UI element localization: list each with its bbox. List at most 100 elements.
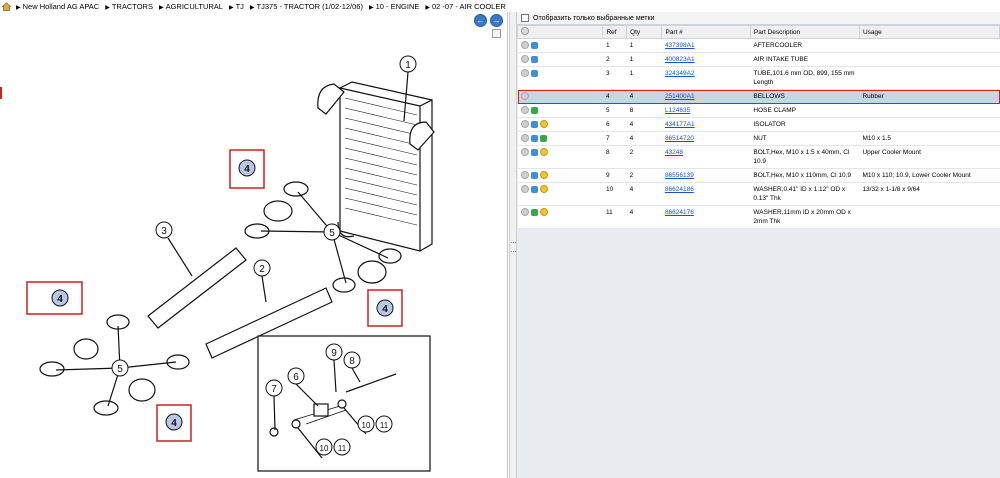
part-number-cell: 86624176 [661, 205, 751, 229]
part-number-link[interactable]: L124635 [664, 107, 691, 114]
callout-5[interactable]: 5 [111, 359, 129, 377]
qty-column-header[interactable]: Qty [626, 25, 663, 39]
usage-cell: Upper Cooler Mount [859, 145, 1000, 169]
filter-bar: Отобразить только выбранные метки [517, 12, 1000, 25]
callout-9[interactable]: 9 [325, 343, 343, 361]
info-icon[interactable] [539, 120, 548, 129]
zoom-box-icon[interactable] [492, 29, 501, 38]
part-number-link[interactable]: 400823A1 [664, 56, 695, 63]
callout-11[interactable]: 11 [375, 415, 393, 433]
add-to-cart-icon[interactable] [520, 92, 529, 101]
row-actions-cell [517, 205, 603, 229]
usage-column-header[interactable]: Usage [858, 25, 1000, 39]
description-column-header[interactable]: Part Description [749, 25, 860, 39]
callout-10[interactable]: 10 [315, 438, 333, 456]
description-cell: TUBE,101.6 mm OD, 899, 155 mm Length [750, 66, 860, 90]
blue-arrow-icon[interactable] [530, 55, 538, 63]
info-icon[interactable] [539, 185, 548, 194]
part-number-link[interactable]: 86624186 [664, 186, 694, 193]
add-to-cart-icon[interactable] [520, 148, 529, 157]
qty-cell: 4 [626, 89, 662, 104]
home-icon[interactable] [1, 1, 12, 11]
blue-arrow-icon[interactable] [530, 41, 538, 49]
callout-8[interactable]: 8 [343, 351, 361, 369]
part-number-link[interactable]: 86514720 [664, 135, 694, 142]
blue-arrow-icon[interactable] [530, 120, 538, 128]
blue-arrow-icon[interactable] [530, 69, 538, 77]
splitter-bar[interactable] [509, 12, 517, 478]
callout-2[interactable]: 2 [253, 259, 271, 277]
breadcrumb-item[interactable]: New Holland AG APAC [22, 1, 100, 11]
breadcrumb-item[interactable]: 10 - ENGINE [375, 1, 420, 11]
info-icon[interactable] [539, 171, 548, 180]
callout-11[interactable]: 11 [333, 438, 351, 456]
add-to-cart-icon[interactable] [520, 120, 529, 129]
blue-arrow-icon[interactable] [530, 134, 538, 142]
add-to-cart-icon[interactable] [520, 185, 529, 194]
add-to-cart-icon[interactable] [520, 55, 529, 64]
ref-column-header[interactable]: Ref [602, 25, 628, 39]
svg-text:9: 9 [331, 348, 337, 359]
breadcrumb-item[interactable]: TJ [235, 1, 244, 11]
settings-column-header[interactable] [516, 25, 604, 39]
part-number-link[interactable]: 324349A2 [664, 70, 695, 77]
description-cell: WASHER,0.41" ID x 1.12" OD x 0.13" Thk [750, 182, 860, 206]
add-to-cart-icon[interactable] [520, 106, 529, 115]
callout-6[interactable]: 6 [287, 367, 305, 385]
highlighted-callout-4[interactable]: 4 [367, 289, 403, 327]
green-arrow-icon[interactable] [539, 134, 547, 142]
part-number-link[interactable]: 434177A1 [664, 121, 695, 128]
blue-arrow-icon[interactable] [530, 185, 538, 193]
show-selected-only-checkbox[interactable] [521, 14, 529, 22]
blue-arrow-icon[interactable] [530, 171, 538, 179]
add-to-cart-icon[interactable] [520, 134, 529, 143]
part-number-link[interactable]: 86624176 [664, 209, 694, 216]
part-number-link[interactable]: 43248 [664, 149, 684, 156]
highlighted-callout-4[interactable]: 4 [26, 281, 83, 315]
add-to-cart-icon[interactable] [520, 171, 529, 180]
callout-7[interactable]: 7 [265, 379, 283, 397]
green-arrow-icon[interactable] [530, 208, 538, 216]
breadcrumb-item[interactable]: TJ375 - TRACTOR (1/02-12/06) [256, 1, 363, 11]
part-number-link[interactable]: 437398A1 [664, 42, 695, 49]
callout-3[interactable]: 3 [155, 221, 173, 239]
add-to-cart-icon[interactable] [520, 41, 529, 50]
green-arrow-icon[interactable] [530, 106, 538, 114]
breadcrumb-item[interactable]: 02 -07 - AIR COOLER [432, 1, 506, 11]
highlighted-callout-4[interactable]: 4 [229, 149, 265, 189]
qty-cell: 2 [626, 168, 662, 183]
part-number-cell: 437398A1 [661, 38, 751, 53]
forward-arrow-icon[interactable]: → [490, 14, 503, 27]
callout-5[interactable]: 5 [323, 223, 341, 241]
part-number-link[interactable]: 251400A1 [664, 93, 695, 100]
ref-cell: 4 [602, 89, 627, 104]
info-icon[interactable] [539, 148, 548, 157]
blue-arrow-icon[interactable] [530, 148, 538, 156]
part-number-column-header[interactable]: Part # [661, 25, 751, 39]
part-number-link[interactable]: 86556139 [664, 172, 694, 179]
add-to-cart-icon[interactable] [520, 208, 529, 217]
description-cell: BELLOWS [750, 89, 860, 104]
breadcrumb-item[interactable]: TRACTORS [111, 1, 153, 11]
usage-cell: M10 x 1.5 [859, 131, 1000, 146]
callout-1[interactable]: 1 [399, 55, 417, 73]
add-to-cart-icon[interactable] [520, 69, 529, 78]
part-number-cell: 86514720 [661, 131, 751, 146]
info-icon[interactable] [539, 208, 548, 217]
breadcrumb-item[interactable]: AGRICULTURAL [165, 1, 223, 11]
back-arrow-icon[interactable]: ← [474, 14, 487, 27]
highlighted-callout-4[interactable]: 4 [156, 404, 192, 442]
gear-icon[interactable] [521, 27, 529, 35]
callout-10[interactable]: 10 [357, 415, 375, 433]
